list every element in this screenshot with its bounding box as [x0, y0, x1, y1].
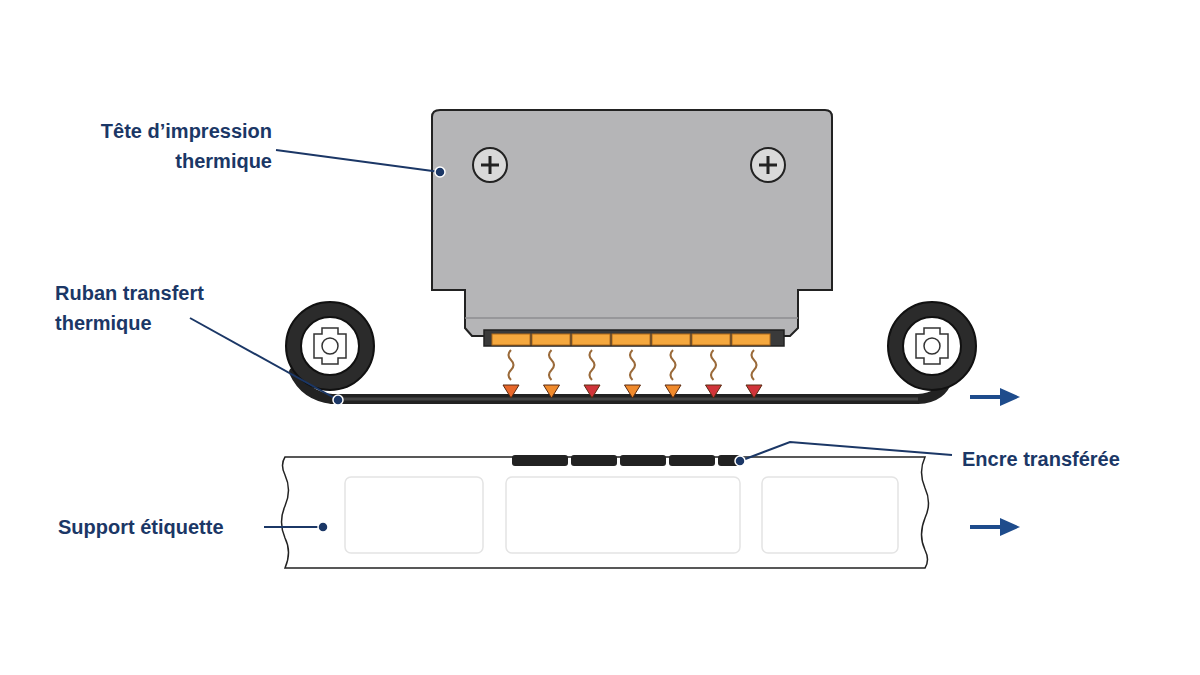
label-support — [282, 457, 929, 568]
label-blank — [345, 477, 483, 553]
print-head — [432, 110, 832, 336]
callout-label: Support étiquette — [58, 512, 268, 542]
label-blank — [762, 477, 898, 553]
screw — [473, 148, 507, 182]
ribbon-highlight — [332, 398, 918, 401]
screw — [751, 148, 785, 182]
transferred-ink — [512, 455, 740, 466]
heating-bar — [484, 330, 784, 346]
heat-waves — [503, 350, 762, 398]
callout-label: Ruban transfert thermique — [55, 278, 245, 338]
ribbon — [332, 378, 948, 399]
callout-label: Encre transférée — [962, 444, 1182, 474]
label-blank — [506, 477, 740, 553]
callout-label: Tête d’impression thermique — [50, 116, 272, 176]
heating-elements — [492, 334, 770, 345]
motion-arrow — [970, 388, 1020, 406]
ribbon-roller — [286, 302, 374, 390]
print-head-edge — [465, 317, 798, 319]
ribbon-roller — [888, 302, 976, 390]
motion-arrow — [970, 518, 1020, 536]
leader-dot — [318, 167, 745, 532]
leader-line — [190, 150, 952, 527]
